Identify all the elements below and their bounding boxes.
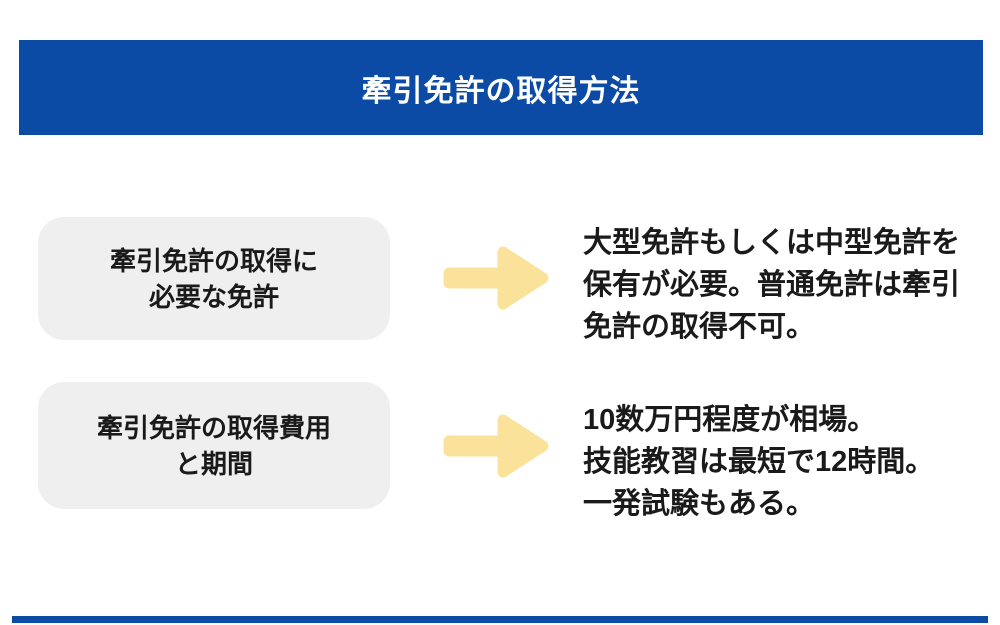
topic-line: 牽引免許の取得に bbox=[109, 245, 318, 276]
topic-box-cost-period: 牽引免許の取得費用 と期間 bbox=[38, 382, 390, 509]
description-text-required-license: 大型免許もしくは中型免許を 保有が必要。普通免許は牽引 免許の取得不可。 bbox=[583, 222, 960, 348]
description-line: 10数万円程度が相場。 bbox=[583, 404, 877, 436]
description-line: 保有が必要。普通免許は牽引 bbox=[583, 269, 961, 301]
arrow-right-icon bbox=[443, 411, 550, 481]
description-line: 大型免許もしくは中型免許を bbox=[583, 227, 961, 259]
page-title: 牽引免許の取得方法 bbox=[361, 74, 641, 108]
description-text-cost-period: 10数万円程度が相場。 技能教習は最短で12時間。 一発試験もある。 bbox=[583, 399, 934, 525]
description-line: 技能教習は最短で12時間。 bbox=[583, 446, 935, 478]
topic-box-required-license: 牽引免許の取得に 必要な免許 bbox=[38, 217, 390, 340]
topic-line: 牽引免許の取得費用 bbox=[96, 412, 331, 443]
header-banner: 牽引免許の取得方法 bbox=[19, 40, 983, 135]
description-line: 一発試験もある。 bbox=[583, 488, 816, 520]
topic-line: 必要な免許 bbox=[148, 281, 279, 312]
footer-accent-bar bbox=[12, 616, 988, 623]
description-line: 免許の取得不可。 bbox=[583, 311, 816, 343]
arrow-right-icon bbox=[443, 243, 550, 313]
topic-line: と期間 bbox=[174, 448, 253, 479]
